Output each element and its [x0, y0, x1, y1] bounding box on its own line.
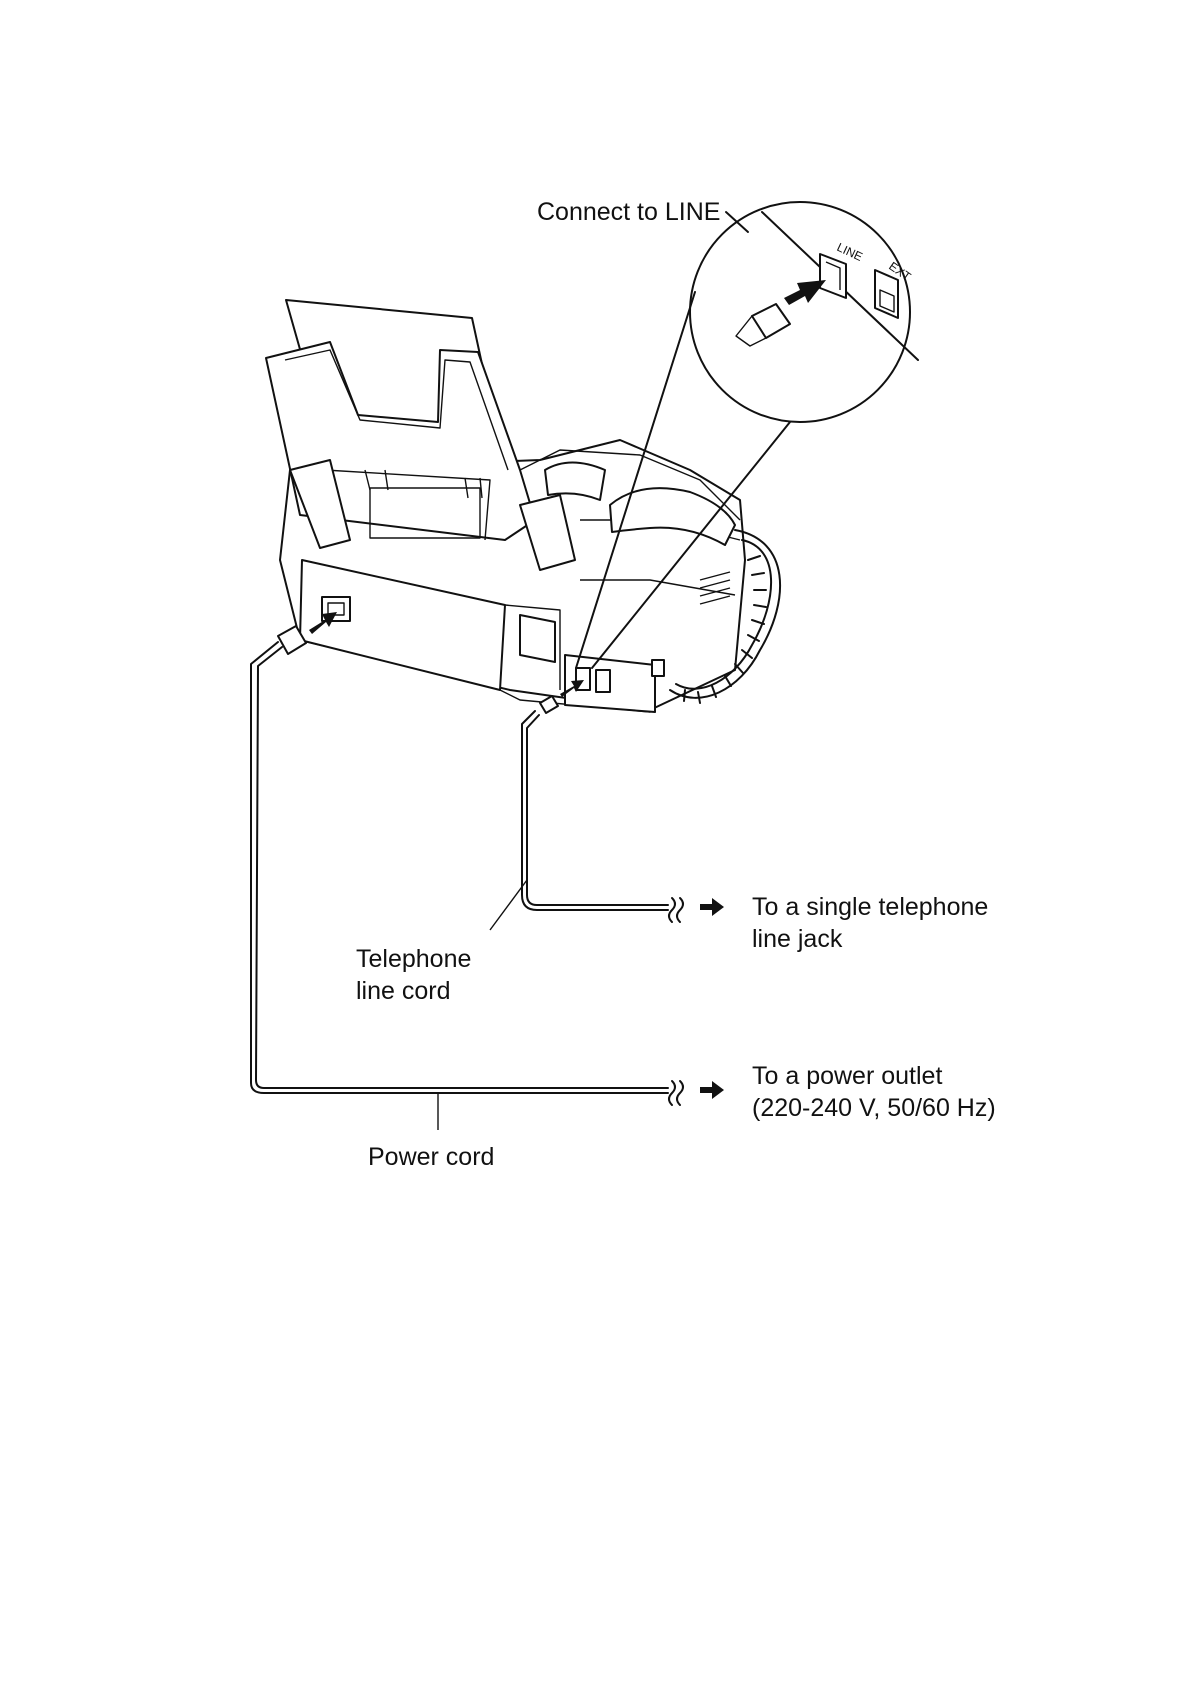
ext-jack — [596, 670, 610, 692]
telephone-line-cord-label-line1: Telephone — [356, 944, 471, 975]
power-outlet-label-line2: (220-240 V, 50/60 Hz) — [752, 1093, 996, 1124]
single-jack-label-line2: line jack — [752, 924, 842, 955]
telephone-line-cord — [490, 680, 724, 930]
power-outlet-arrow — [700, 1081, 724, 1099]
single-jack-label-line1: To a single telephone — [752, 892, 988, 923]
connect-to-line-label: Connect to LINE — [537, 197, 720, 228]
single-jack-arrow — [700, 898, 724, 916]
power-outlet-label-line1: To a power outlet — [752, 1061, 942, 1092]
magnifier-circle — [690, 202, 910, 422]
telephone-line-cord-label-line2: line cord — [356, 976, 451, 1007]
power-cord-label: Power cord — [368, 1142, 494, 1173]
handset-jack — [652, 660, 664, 676]
